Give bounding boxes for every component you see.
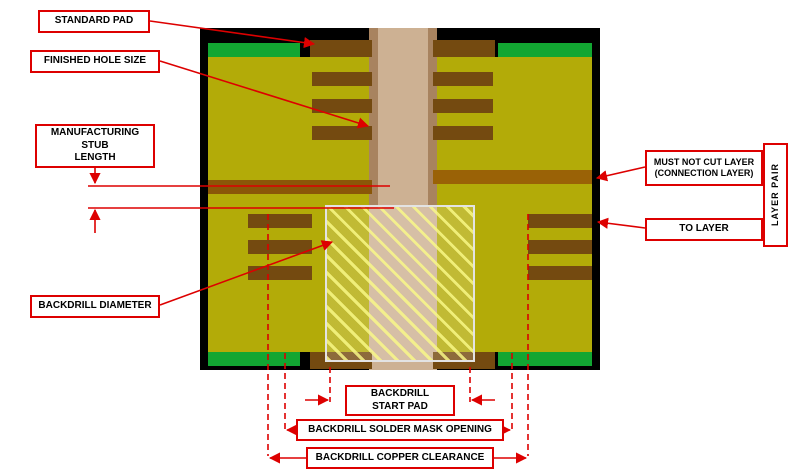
callout-solder-mask-opening: BACKDRILL SOLDER MASK OPENING bbox=[296, 419, 504, 441]
copper-trace bbox=[312, 99, 372, 113]
callout-standard-pad: STANDARD PAD bbox=[38, 10, 150, 33]
leader-must-not-cut bbox=[595, 166, 646, 182]
via-plating-left bbox=[369, 28, 378, 205]
callout-label: MANUFACTURING STUB LENGTH bbox=[50, 127, 140, 164]
copper-trace bbox=[312, 126, 372, 140]
callout-label: BACKDRILL DIAMETER bbox=[38, 300, 152, 312]
callout-finished-hole-size: FINISHED HOLE SIZE bbox=[30, 50, 160, 73]
to-layer-trace bbox=[528, 240, 592, 254]
connection-layer-right bbox=[433, 170, 592, 184]
pcb-cross-section bbox=[200, 28, 600, 370]
callout-manufacturing-stub: MANUFACTURING STUB LENGTH bbox=[35, 124, 155, 168]
to-layer-trace bbox=[248, 240, 312, 254]
solder-mask-bottom-right bbox=[498, 352, 592, 366]
callout-must-not-cut-layer: MUST NOT CUT LAYER (CONNECTION LAYER) bbox=[645, 150, 763, 186]
standard-pad-top-left bbox=[310, 40, 372, 57]
backdrill-hatch-region bbox=[325, 205, 475, 362]
copper-trace bbox=[312, 72, 372, 86]
callout-to-layer: TO LAYER bbox=[645, 218, 763, 241]
callout-label: TO LAYER bbox=[679, 223, 729, 235]
callout-copper-clearance: BACKDRILL COPPER CLEARANCE bbox=[306, 447, 494, 469]
copper-trace bbox=[433, 99, 493, 113]
callout-label: MUST NOT CUT LAYER (CONNECTION LAYER) bbox=[653, 156, 755, 178]
callout-label: STANDARD PAD bbox=[54, 15, 134, 27]
copper-trace bbox=[433, 72, 493, 86]
callout-label: BACKDRILL COPPER CLEARANCE bbox=[315, 451, 485, 463]
solder-mask-top-right bbox=[498, 43, 592, 57]
leader-to-layer bbox=[596, 217, 646, 229]
callout-backdrill-diameter: BACKDRILL DIAMETER bbox=[30, 295, 160, 318]
callout-label: LAYER PAIR bbox=[769, 163, 780, 227]
to-layer-trace bbox=[528, 214, 592, 228]
callout-backdrill-start-pad: BACKDRILL START PAD bbox=[345, 385, 455, 416]
solder-mask-bottom-left bbox=[208, 352, 300, 366]
connection-layer-left bbox=[208, 180, 372, 194]
solder-mask-top-left bbox=[208, 43, 300, 57]
callout-label: FINISHED HOLE SIZE bbox=[43, 55, 147, 67]
to-layer-trace bbox=[248, 214, 312, 228]
to-layer-trace bbox=[248, 266, 312, 280]
via-plating-right bbox=[428, 28, 437, 205]
copper-trace bbox=[433, 126, 493, 140]
standard-pad-top-right bbox=[433, 40, 495, 57]
callout-label: BACKDRILL SOLDER MASK OPENING bbox=[308, 423, 492, 435]
to-layer-trace bbox=[528, 266, 592, 280]
callout-layer-pair: LAYER PAIR bbox=[763, 143, 788, 247]
callout-label: BACKDRILL START PAD bbox=[370, 388, 430, 412]
